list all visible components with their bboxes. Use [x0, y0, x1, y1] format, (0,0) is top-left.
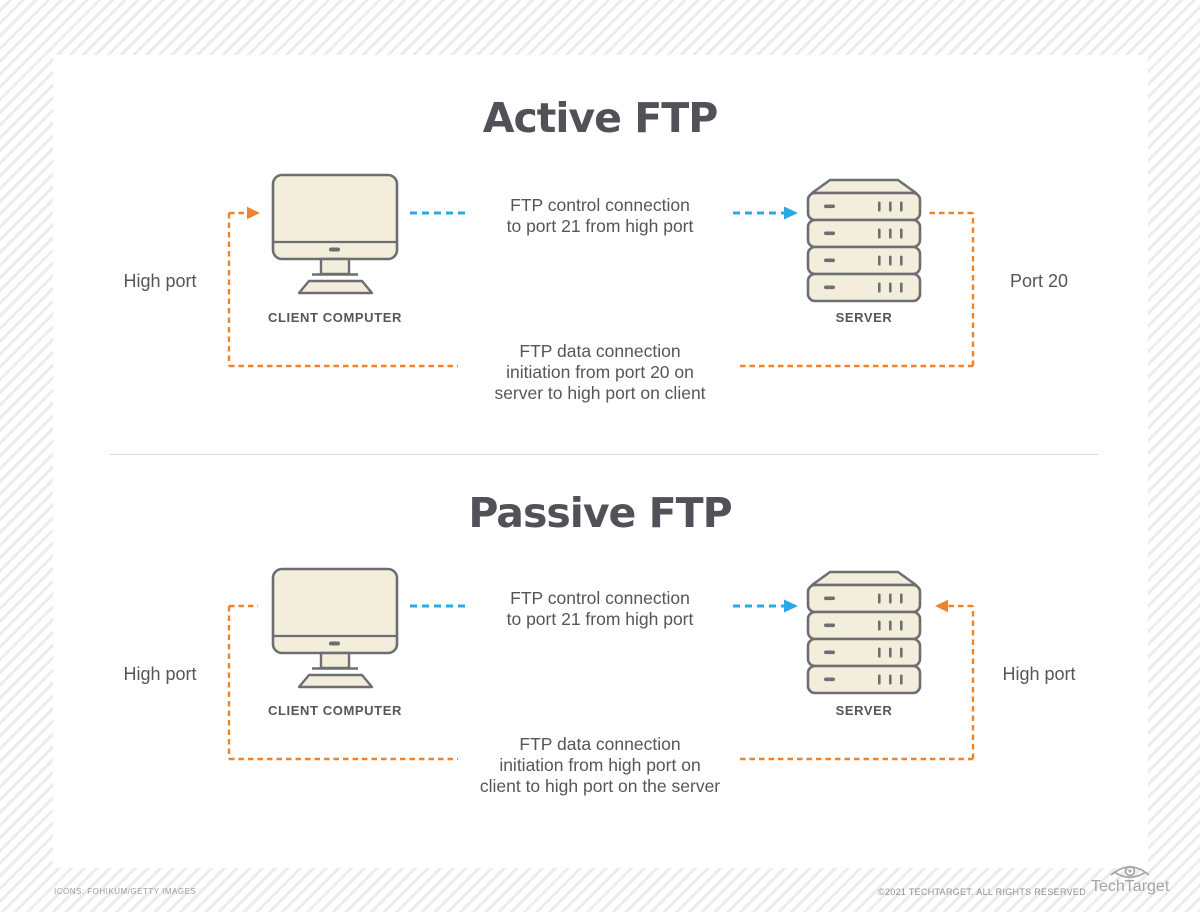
passive-control-connection-text: FTP control connection to port 21 from h… — [450, 588, 750, 630]
passive-ftp-title: Passive FTP — [468, 489, 732, 537]
server-label: SERVER — [835, 310, 893, 325]
section-divider — [110, 454, 1098, 455]
client-computer-icon — [271, 173, 399, 295]
data-text-line: FTP data connection — [519, 341, 681, 361]
passive-right-port-label: High port — [1002, 664, 1076, 684]
control-text-line: to port 21 from high port — [506, 609, 694, 629]
active-ftp-title: Active FTP — [482, 94, 719, 142]
client-computer-label: CLIENT COMPUTER — [268, 703, 402, 718]
techtarget-logo-text: TechTarget — [1091, 878, 1170, 895]
server-icon — [806, 570, 922, 695]
active-left-port-label: High port — [123, 271, 197, 291]
server-label: SERVER — [835, 703, 893, 718]
control-text-line: to port 21 from high port — [506, 216, 694, 236]
active-control-connection-text: FTP control connection to port 21 from h… — [450, 195, 750, 237]
data-text-line: initiation from port 20 on — [506, 362, 694, 382]
data-text-line: server to high port on client — [494, 383, 706, 403]
client-computer-icon — [271, 567, 399, 689]
data-text-line: initiation from high port on — [499, 755, 701, 775]
server-icon — [806, 178, 922, 303]
client-computer-label: CLIENT COMPUTER — [268, 310, 402, 325]
passive-left-port-label: High port — [123, 664, 197, 684]
active-data-connection-text: FTP data connection initiation from port… — [450, 341, 750, 404]
passive-data-connection-text: FTP data connection initiation from high… — [440, 734, 760, 797]
control-text-line: FTP control connection — [510, 195, 690, 215]
control-text-line: FTP control connection — [510, 588, 690, 608]
icons-credit: ICONS: FOHIKUM/GETTY IMAGES — [54, 887, 197, 896]
copyright-notice: ©2021 TECHTARGET. ALL RIGHTS RESERVED — [878, 887, 1086, 897]
data-text-line: FTP data connection — [519, 734, 681, 754]
data-text-line: client to high port on the server — [479, 776, 721, 796]
infographic-card — [53, 55, 1148, 868]
techtarget-eye-icon — [1110, 865, 1150, 879]
active-right-port-label: Port 20 — [1009, 271, 1069, 291]
